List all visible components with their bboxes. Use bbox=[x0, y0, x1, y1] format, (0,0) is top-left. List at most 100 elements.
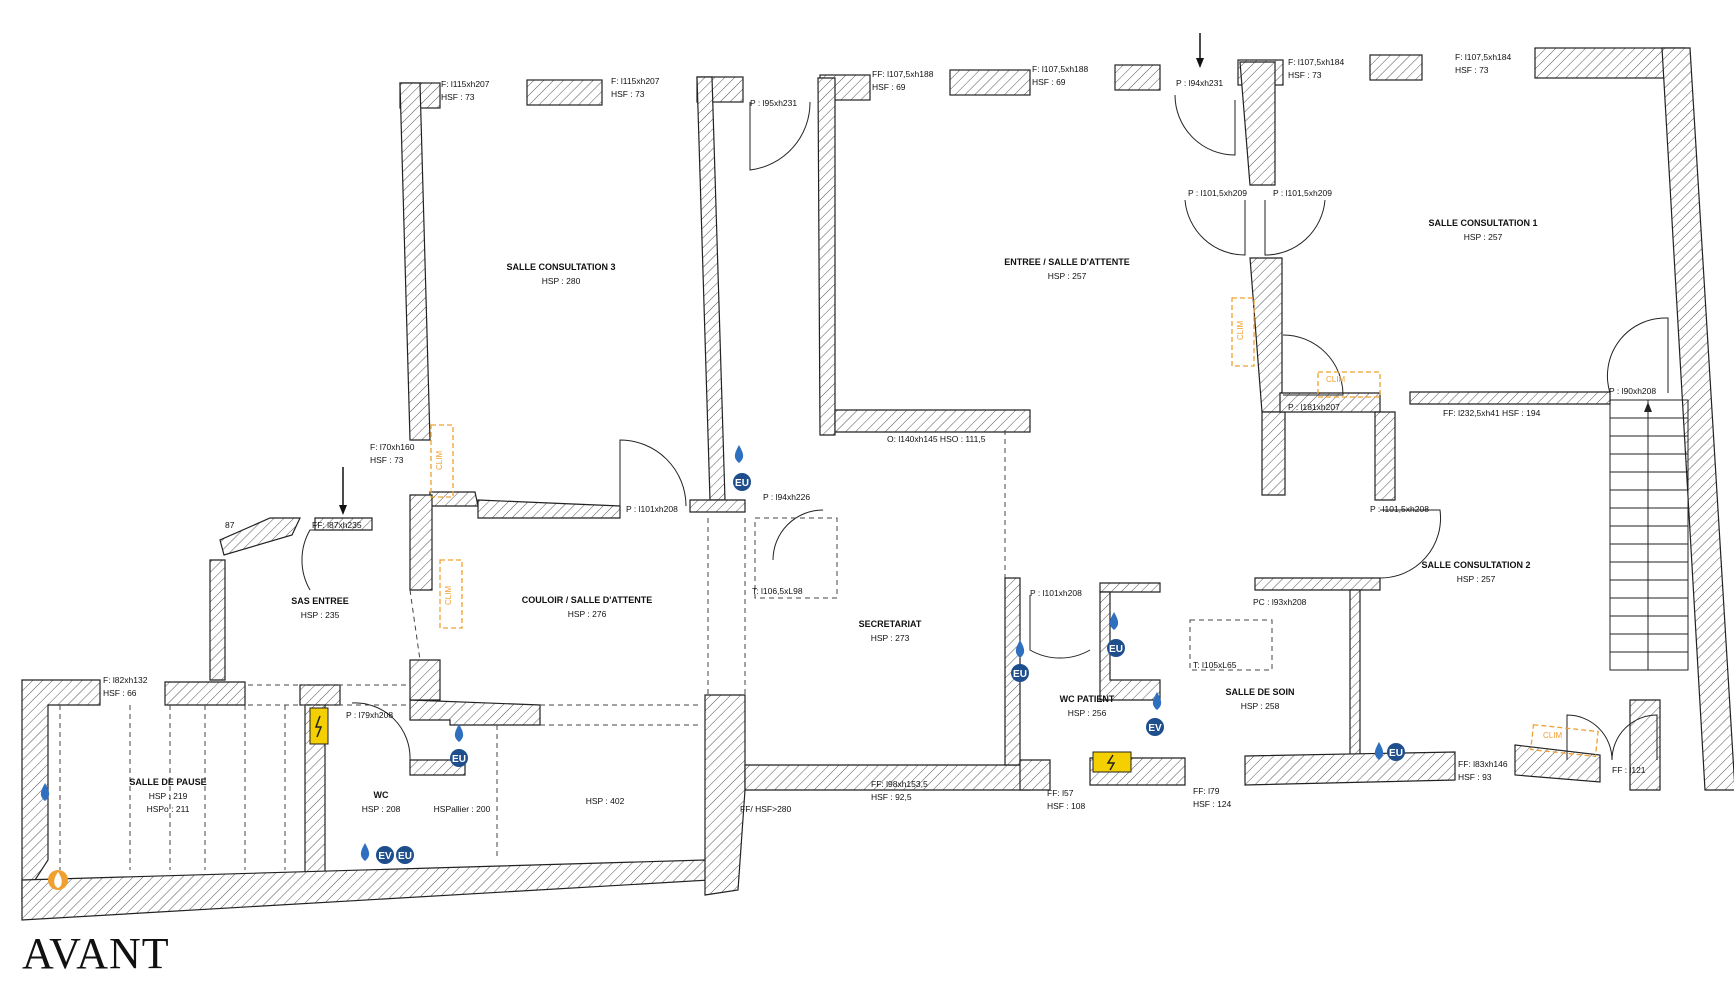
annotation: FF : l121 bbox=[1612, 765, 1646, 775]
svg-text:EU: EU bbox=[1109, 644, 1123, 655]
staircase bbox=[1609, 399, 1689, 671]
room-name: SALLE CONSULTATION 1 bbox=[1429, 218, 1538, 228]
annotation: P : l181xh207 bbox=[1288, 402, 1340, 412]
eu-badge-icon: EU bbox=[733, 473, 751, 491]
annotation: F: l115xh207 bbox=[611, 76, 660, 86]
room-name: SALLE CONSULTATION 3 bbox=[507, 262, 616, 272]
clim-unit bbox=[439, 559, 463, 629]
clim-label: CLIM bbox=[1236, 321, 1245, 340]
annotation: F: l115xh207 bbox=[441, 79, 490, 89]
room-name: WC PATIENT bbox=[1060, 694, 1115, 704]
annotation: F: l107,5xh184 bbox=[1455, 52, 1512, 62]
doors bbox=[301, 94, 1669, 761]
room-name: WC bbox=[374, 790, 389, 800]
water-drop-icon bbox=[1152, 692, 1162, 710]
annotation: FF: l232,5xh41 HSF : 194 bbox=[1443, 408, 1541, 418]
eu-badge-icon: EU bbox=[1107, 639, 1125, 657]
annotation: P : l101,5xh208 bbox=[1370, 504, 1429, 514]
dimension-label: 87 bbox=[225, 520, 235, 530]
water-drop-icon bbox=[1109, 612, 1119, 630]
annotation: P : l101,5xh209 bbox=[1188, 188, 1247, 198]
boiler-flame-icon bbox=[48, 870, 68, 890]
water-drop-icon bbox=[1374, 742, 1384, 760]
room-hsp: HSP : 208 bbox=[362, 804, 401, 814]
annotation: FF: l107,5xh188 bbox=[872, 69, 934, 79]
svg-text:EU: EU bbox=[1389, 748, 1403, 759]
annotation: P : l95xh231 bbox=[750, 98, 797, 108]
annotation: HSF : 73 bbox=[611, 89, 645, 99]
annotation: FF: l79 bbox=[1193, 786, 1220, 796]
electrical-panel-icon bbox=[309, 707, 329, 745]
annotation: FF: l98xh153,5 bbox=[871, 779, 928, 789]
hsp-palier-label: HSPallier : 200 bbox=[434, 804, 491, 814]
water-drop-icon bbox=[734, 445, 744, 463]
annotation: F: l107,5xh188 bbox=[1032, 64, 1089, 74]
annotation: T: l106,5xL98 bbox=[752, 586, 803, 596]
annotation: FF/ HSF>280 bbox=[740, 804, 792, 814]
annotation: HSF : 93 bbox=[1458, 772, 1492, 782]
annotation: FF: l87xh235 bbox=[312, 520, 362, 530]
svg-text:EV: EV bbox=[1148, 723, 1162, 734]
svg-text:EU: EU bbox=[398, 851, 412, 862]
room-name: SAS ENTREE bbox=[291, 596, 349, 606]
annotation: HSF : 73 bbox=[441, 92, 475, 102]
clim-unit bbox=[430, 424, 454, 498]
room-hsp: HSP : 256 bbox=[1068, 708, 1107, 718]
eu-badge-icon: EU bbox=[396, 846, 414, 864]
electrical-panels bbox=[309, 707, 1132, 773]
annotation: HSF : 108 bbox=[1047, 801, 1086, 811]
svg-text:EU: EU bbox=[735, 478, 749, 489]
svg-text:EU: EU bbox=[1013, 669, 1027, 680]
clim-label: CLIM bbox=[1543, 731, 1562, 740]
annotation: HSF : 73 bbox=[1455, 65, 1489, 75]
room-name: SALLE CONSULTATION 2 bbox=[1422, 560, 1531, 570]
room-name: SALLE DE PAUSE bbox=[129, 777, 206, 787]
room-hsp: HSP : 257 bbox=[1048, 271, 1087, 281]
room-hsp: HSP : 258 bbox=[1241, 701, 1280, 711]
room-hsp: HSP : 276 bbox=[568, 609, 607, 619]
room-hsp-secondary: HSPo : 211 bbox=[147, 804, 190, 814]
annotation: HSF : 73 bbox=[370, 455, 404, 465]
room-hsp: HSP : 280 bbox=[542, 276, 581, 286]
annotation: P : l101xh208 bbox=[626, 504, 678, 514]
annotation: F: l107,5xh184 bbox=[1288, 57, 1345, 67]
annotation: P : l101xh208 bbox=[1030, 588, 1082, 598]
annotation: T: l105xL65 bbox=[1193, 660, 1237, 670]
clim-label: CLIM bbox=[1326, 375, 1345, 384]
annotation: O: l140xh145 HSO : 111,5 bbox=[887, 434, 986, 444]
ev-badge-icon: EV bbox=[376, 846, 394, 864]
plumbing-badges: EU EU EU EV EU EU EV EU bbox=[376, 473, 1405, 864]
room-hsp: HSP : 235 bbox=[301, 610, 340, 620]
clim-units: CLIM CLIM CLIM CLIM CLIM bbox=[430, 297, 1599, 758]
annotation: PC : l93xh208 bbox=[1253, 597, 1307, 607]
annotation: HSF : 66 bbox=[103, 688, 137, 698]
annotation: FF: l57 bbox=[1047, 788, 1074, 798]
clim-unit bbox=[1317, 371, 1381, 398]
electrical-panel-icon bbox=[1092, 751, 1132, 773]
eu-badge-icon: EU bbox=[1387, 743, 1405, 761]
svg-text:EV: EV bbox=[378, 851, 392, 862]
room-name: COULOIR / SALLE D'ATTENTE bbox=[522, 595, 652, 605]
room-hsp: HSP : 219 bbox=[149, 791, 188, 801]
annotation: HSF : 124 bbox=[1193, 799, 1232, 809]
annotation: HSF : 92,5 bbox=[871, 792, 912, 802]
annotation: FF: l83xh146 bbox=[1458, 759, 1508, 769]
water-drop-icon bbox=[1015, 640, 1025, 658]
hsp-402-label: HSP : 402 bbox=[586, 796, 625, 806]
annotation: P : l79xh208 bbox=[346, 710, 393, 720]
water-drop-icon bbox=[360, 843, 370, 861]
eu-badge-icon: EU bbox=[1011, 664, 1029, 682]
annotation: F: l82xh132 bbox=[103, 675, 148, 685]
annotation: HSF : 69 bbox=[872, 82, 906, 92]
clim-label: CLIM bbox=[444, 586, 453, 605]
annotation: HSF : 69 bbox=[1032, 77, 1066, 87]
clim-unit bbox=[1231, 297, 1255, 367]
room-name: ENTREE / SALLE D'ATTENTE bbox=[1004, 257, 1129, 267]
water-drop-icon bbox=[454, 724, 464, 742]
water-drop-icon bbox=[40, 783, 50, 801]
annotation: P : l101,5xh209 bbox=[1273, 188, 1332, 198]
room-hsp: HSP : 273 bbox=[871, 633, 910, 643]
annotation: P : l94xh226 bbox=[763, 492, 810, 502]
room-hsp: HSP : 257 bbox=[1464, 232, 1503, 242]
